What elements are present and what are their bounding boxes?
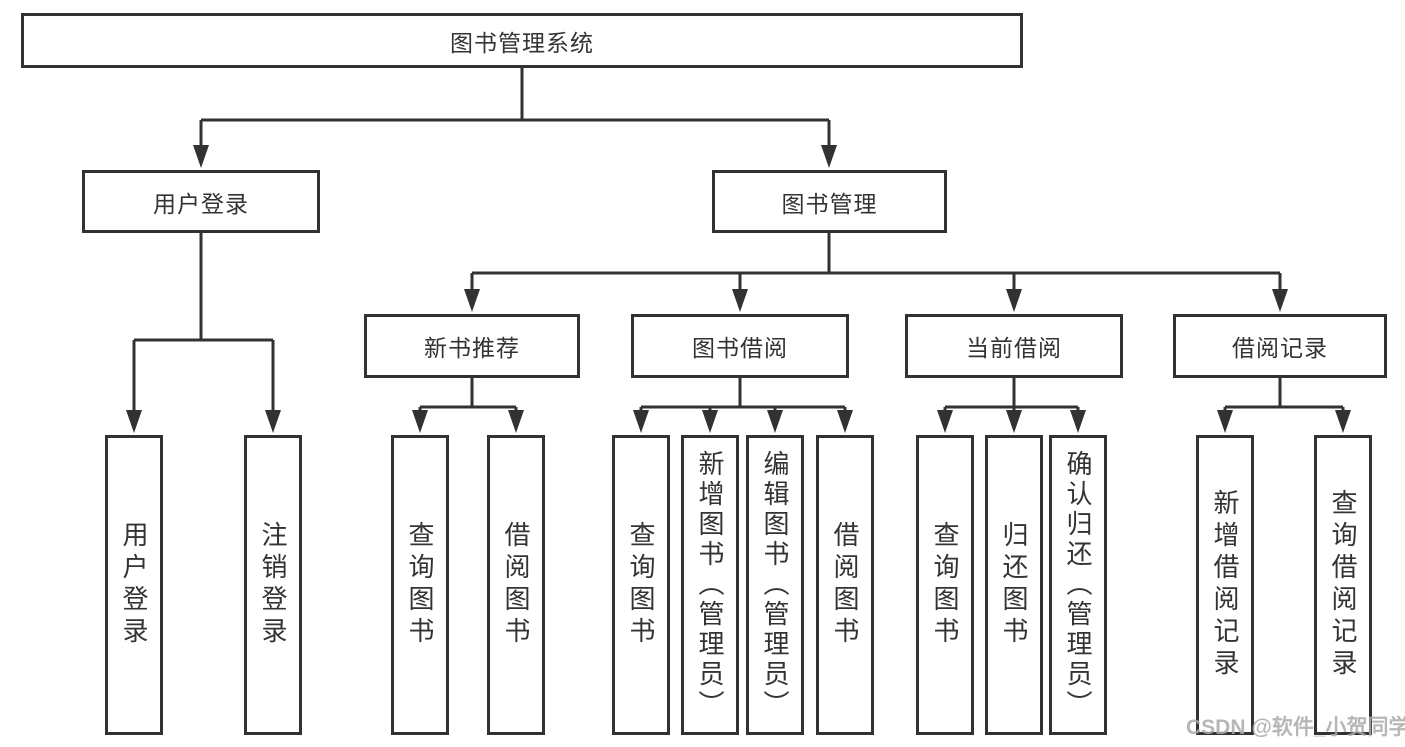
- leaf-borrow-books-recommend-label: 借阅图书: [501, 521, 531, 649]
- node-book-management: 图书管理: [712, 170, 947, 233]
- leaf-return-book-label: 归还图书: [999, 521, 1029, 649]
- node-root-label: 图书管理系统: [450, 29, 594, 56]
- node-current-borrow-label: 当前借阅: [966, 335, 1062, 361]
- node-book-management-label: 图书管理: [781, 190, 878, 217]
- leaf-query-borrow-record: 查询借阅记录: [1314, 435, 1372, 735]
- leaf-add-book-admin-label: 新增图书（管理员）: [695, 450, 725, 720]
- leaf-query-books-borrow: 查询图书: [612, 435, 670, 735]
- leaf-query-books-borrow-label: 查询图书: [626, 521, 656, 649]
- node-current-borrow: 当前借阅: [905, 314, 1123, 378]
- leaf-query-books-current-label: 查询图书: [930, 521, 960, 649]
- node-user-login: 用户登录: [82, 170, 320, 233]
- node-book-borrow-label: 图书借阅: [692, 335, 788, 361]
- node-new-book-recommend-label: 新书推荐: [424, 335, 520, 361]
- node-borrow-records: 借阅记录: [1173, 314, 1387, 378]
- leaf-add-book-admin: 新增图书（管理员）: [681, 435, 739, 735]
- connector-lines: [132, 68, 1345, 410]
- node-root: 图书管理系统: [21, 13, 1023, 68]
- leaf-user-login-label: 用户登录: [119, 521, 149, 649]
- leaf-query-books-current: 查询图书: [916, 435, 974, 735]
- leaf-add-borrow-record-label: 新增借阅记录: [1210, 489, 1240, 681]
- leaf-logout: 注销登录: [244, 435, 302, 735]
- csdn-watermark: CSDN @软件_小贺同学: [1186, 716, 1405, 739]
- leaf-logout-label: 注销登录: [258, 521, 288, 649]
- leaf-edit-book-admin: 编辑图书（管理员）: [746, 435, 804, 735]
- leaf-borrow-books-recommend: 借阅图书: [487, 435, 545, 735]
- arrow-down-icons: [126, 145, 1351, 433]
- leaf-confirm-return-admin-label: 确认归还（管理员）: [1063, 450, 1093, 720]
- leaf-query-books-recommend-label: 查询图书: [405, 521, 435, 649]
- leaf-query-books-recommend: 查询图书: [391, 435, 449, 735]
- node-borrow-records-label: 借阅记录: [1232, 335, 1328, 361]
- leaf-borrow-books-label: 借阅图书: [830, 521, 860, 649]
- leaf-query-borrow-record-label: 查询借阅记录: [1328, 489, 1358, 681]
- leaf-user-login: 用户登录: [105, 435, 163, 735]
- leaf-add-borrow-record: 新增借阅记录: [1196, 435, 1254, 735]
- leaf-edit-book-admin-label: 编辑图书（管理员）: [760, 450, 790, 720]
- leaf-return-book: 归还图书: [985, 435, 1043, 735]
- node-book-borrow: 图书借阅: [631, 314, 849, 378]
- node-user-login-label: 用户登录: [153, 190, 249, 217]
- leaf-borrow-books: 借阅图书: [816, 435, 874, 735]
- node-new-book-recommend: 新书推荐: [364, 314, 580, 378]
- leaf-confirm-return-admin: 确认归还（管理员）: [1049, 435, 1107, 735]
